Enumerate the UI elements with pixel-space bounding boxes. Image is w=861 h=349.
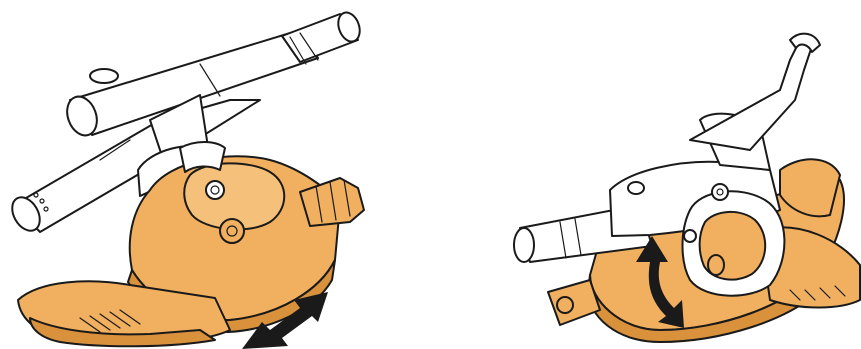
- clamp-knob: [90, 69, 118, 83]
- left-view: [7, 9, 364, 349]
- right-view: [514, 34, 860, 342]
- left-bolt-top: [206, 181, 224, 199]
- left-bolt-center: [220, 219, 244, 243]
